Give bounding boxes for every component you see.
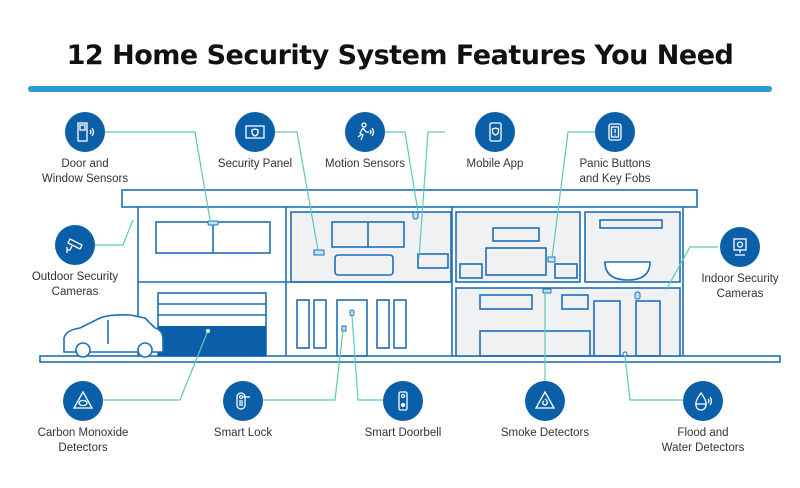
kitchen xyxy=(455,287,681,357)
smart-lock-icon xyxy=(223,381,263,421)
indoor-camera-icon xyxy=(720,227,760,267)
feature-mobile-app: Mobile App xyxy=(445,112,545,172)
smart-doorbell-icon xyxy=(383,381,423,421)
security-panel-icon xyxy=(235,112,275,152)
mobile-app-icon xyxy=(475,112,515,152)
connector-lines xyxy=(84,131,718,401)
outdoor-camera-icon xyxy=(55,225,95,265)
feature-co-detectors: Carbon Monoxide Detectors xyxy=(18,381,148,456)
feature-security-panel: Security Panel xyxy=(205,112,305,172)
feature-smart-doorbell: Smart Doorbell xyxy=(353,381,453,441)
motion-sensor-icon xyxy=(345,112,385,152)
feature-door-window-sensors: Door and Window Sensors xyxy=(20,112,150,187)
flood-detector-icon xyxy=(683,381,723,421)
feature-indoor-cameras: Indoor Security Cameras xyxy=(680,227,800,302)
ground-line xyxy=(39,355,781,363)
bedroom xyxy=(455,211,581,283)
title-underline xyxy=(28,86,772,92)
feature-smoke-detectors: Smoke Detectors xyxy=(490,381,600,441)
page-title: 12 Home Security System Features You Nee… xyxy=(66,40,734,71)
door-window-sensor-icon xyxy=(65,112,105,152)
feature-panic-buttons: Panic Buttons and Key Fobs xyxy=(560,112,670,187)
smoke-detector-icon xyxy=(525,381,565,421)
co-detector-icon xyxy=(63,381,103,421)
roof xyxy=(121,189,698,208)
feature-motion-sensors: Motion Sensors xyxy=(315,112,415,172)
front-door xyxy=(336,299,368,357)
back-door xyxy=(635,300,661,357)
panic-button-icon xyxy=(595,112,635,152)
feature-smart-lock: Smart Lock xyxy=(193,381,293,441)
feature-flood-detectors: Flood and Water Detectors xyxy=(643,381,763,456)
car xyxy=(63,314,164,353)
feature-outdoor-cameras: Outdoor Security Cameras xyxy=(10,225,140,300)
